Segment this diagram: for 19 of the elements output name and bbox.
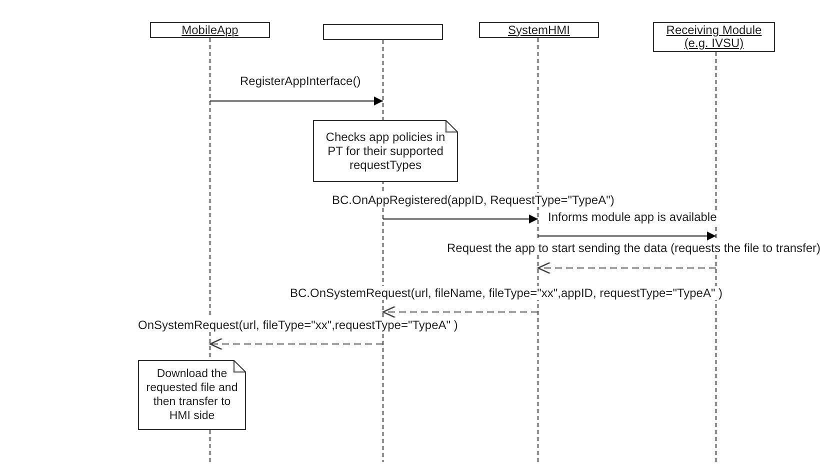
note xyxy=(313,120,458,182)
return-message-arrow xyxy=(537,262,716,274)
message-label: Request the app to start sending the data (requests the file to transfer) xyxy=(447,241,821,255)
message-arrow xyxy=(538,232,716,240)
note-text: Download the requested file and then transfer to HMI side xyxy=(145,367,239,423)
participant-name: SystemHMI xyxy=(508,24,570,36)
return-message-arrow xyxy=(209,338,384,350)
message-label: OnSystemRequest(url, fileType="xx",requestType="TypeA" ) xyxy=(138,318,458,332)
message-arrow xyxy=(210,96,384,106)
message-arrow xyxy=(382,214,538,224)
return-message-arrow xyxy=(382,306,538,318)
participant-name: MobileApp xyxy=(182,24,238,36)
message-label: Informs module app is available xyxy=(548,210,717,224)
message-label: RegisterAppInterface() xyxy=(240,74,361,88)
message-label: BC.OnSystemRequest(url, fileName, fileType="xx",appID, requestType="TypeA" ) xyxy=(290,286,723,300)
participant-name: Receiving Module (e.g. IVSU) xyxy=(665,24,763,50)
note xyxy=(138,360,246,430)
message-label: BC.OnAppRegistered(appID, RequestType="TypeA") xyxy=(332,193,614,207)
note-text: Checks app policies in PT for their supported requestTypes xyxy=(324,130,446,172)
